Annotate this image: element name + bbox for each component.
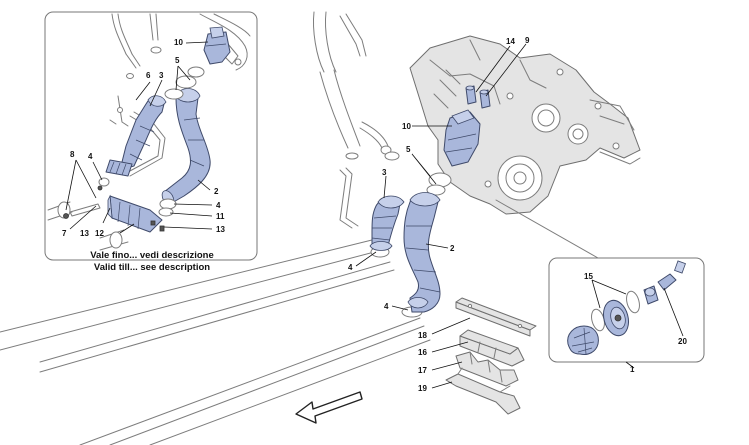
inset-part-10-outlet [203, 26, 231, 65]
part-17-bracket [455, 351, 519, 387]
label-6-inset: 6 [146, 71, 151, 80]
water-pump-body [603, 299, 629, 337]
label-9: 9 [525, 36, 530, 45]
inset-numbers: 10 6 5 3 8 4 2 4 11 7 13 12 13 [62, 38, 225, 238]
label-2-inset: 2 [214, 187, 219, 196]
label-4-inset-a: 4 [88, 152, 93, 161]
label-10: 10 [402, 122, 411, 131]
main-numbers: 14 9 10 5 3 2 4 4 18 16 17 19 [348, 36, 530, 393]
label-14: 14 [506, 37, 515, 46]
part-16-bracket [459, 329, 525, 367]
left-inset: 10 6 5 3 8 4 2 4 11 7 13 12 13 Vale fino… [44, 11, 258, 273]
right-inset: 15 20 1 [548, 257, 705, 374]
label-5: 5 [406, 145, 411, 154]
label-19: 19 [418, 384, 427, 393]
inset-hose-3 [105, 95, 167, 177]
label-3-inset: 3 [159, 71, 164, 80]
inset-leaders [65, 41, 213, 234]
label-10-inset: 10 [174, 38, 183, 47]
label-8-inset: 8 [70, 150, 75, 159]
label-11-inset: 11 [216, 212, 225, 221]
part-10-thermostat-housing [443, 109, 481, 167]
main-leaders [355, 43, 527, 389]
label-4-inset-b: 4 [216, 201, 221, 210]
sensor-part-20 [657, 260, 686, 291]
right-inset-leaders [591, 279, 684, 369]
label-4-b: 4 [384, 302, 389, 311]
label-17: 17 [418, 366, 427, 375]
hose-3 [369, 195, 405, 251]
label-13-inset-b: 13 [216, 225, 225, 234]
label-5-inset: 5 [175, 56, 180, 65]
label-18: 18 [418, 331, 427, 340]
label-15: 15 [584, 272, 593, 281]
label-1: 1 [630, 365, 635, 374]
water-pump-impeller [567, 325, 599, 355]
label-4-a: 4 [348, 263, 353, 272]
direction-arrow-icon [295, 391, 363, 424]
label-2: 2 [450, 244, 455, 253]
inset-caption-italian: Vale fino... vedi descrizione [90, 250, 214, 261]
label-13-inset-a: 13 [80, 229, 89, 238]
part-19-bracket [445, 367, 521, 415]
main-background-art [0, 11, 641, 445]
inset-hose-2 [161, 88, 211, 206]
hose-2 [403, 192, 441, 313]
label-12-inset: 12 [95, 229, 104, 238]
water-pump-cap [643, 285, 659, 305]
inset-caption-english: Valid till... see description [94, 262, 210, 273]
label-16: 16 [418, 348, 427, 357]
o-ring-15-b [626, 290, 640, 314]
label-7-inset: 7 [62, 229, 67, 238]
label-20: 20 [678, 337, 687, 346]
label-3: 3 [382, 168, 387, 177]
part-18-bracket [455, 297, 537, 337]
inset-bracket [63, 194, 165, 233]
left-inset-frame [44, 11, 258, 261]
